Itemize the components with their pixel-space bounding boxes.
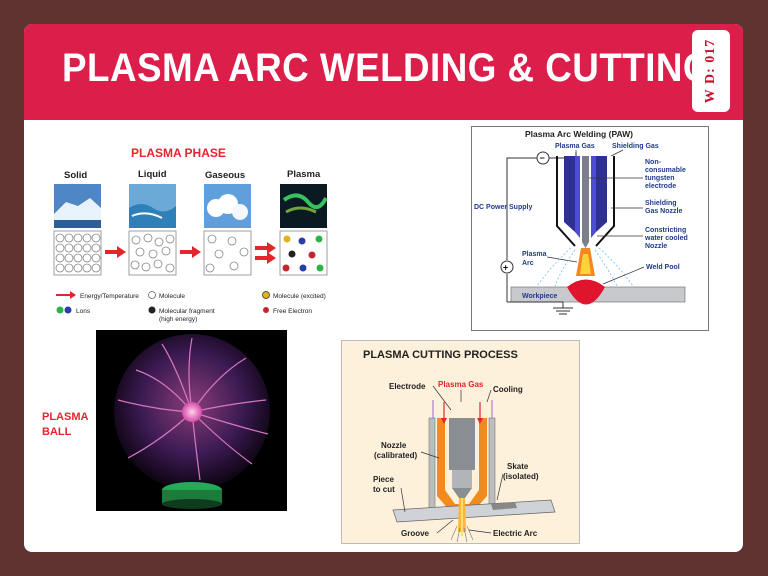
cutting-torch (428, 400, 496, 512)
cutting-nozzle: Nozzle (calibrated) (374, 441, 417, 460)
cutting-skate-label: Skate (isolated) (503, 462, 539, 481)
paw-shielding-gas: Shielding Gas (612, 143, 659, 150)
paw-arc-line2: Arc (522, 260, 534, 267)
cutting-nozzle-line2: (calibrated) (374, 451, 417, 460)
paw-torch (556, 156, 615, 248)
energy-arrows (105, 242, 276, 264)
paw-constricting-line3: Nozzle (645, 243, 667, 250)
plus-terminal (500, 260, 514, 274)
paw-electrode-line2: consumable (645, 167, 686, 174)
gaseous-photo (204, 184, 251, 228)
paw-nozzle-line2: Gas Nozzle (645, 208, 682, 215)
plasma-ball-label-line: PLASMA (42, 411, 89, 423)
cutting-arc-label: Electric Arc (493, 529, 538, 538)
ground-symbol (506, 296, 573, 315)
cutting-piece-line1: Piece (373, 475, 394, 484)
paw-constricting-line1: Constricting (645, 227, 686, 234)
slide-code-badge: W D: 017 (692, 30, 730, 112)
slide-card: PLASMA ARC WELDING & CUTTING W D: 017 PL… (24, 24, 743, 552)
legend-molecule: Molecule (159, 293, 185, 300)
plasma-phase-figure: PLASMA PHASE Solid Liquid Gaseous Plasma (53, 146, 328, 323)
cutting-electrode: Electrode (389, 382, 426, 391)
phase-title: PLASMA PHASE (131, 146, 226, 160)
legend-fragment: Molecular fragment (high energy) (159, 308, 216, 323)
slide-code: W D: 017 (703, 38, 718, 104)
plasma-ball-image (114, 334, 270, 509)
liquid-molecules (128, 230, 177, 276)
paw-power-supply: DC Power Supply (474, 204, 532, 211)
cutting-groove: Groove (401, 529, 430, 538)
cutting-plasma-gas: Plasma Gas (438, 380, 484, 389)
plasma-cutting-diagram: PLASMA CUTTING PROCESS Electrode Plasma … (341, 340, 580, 544)
paw-constricting: Constricting water cooled Nozzle (644, 227, 690, 250)
legend-fragment-line2: (high energy) (159, 316, 197, 323)
paw-electrode-line3: tungsten (645, 175, 675, 182)
cutting-pointers (400, 385, 504, 534)
liquid-photo (129, 184, 176, 228)
shielding-gas-flow (536, 247, 634, 287)
title-banner: PLASMA ARC WELDING & CUTTING W D: 017 (24, 24, 743, 120)
paw-nozzle: Shielding Gas Nozzle (645, 200, 682, 215)
paw-arc-pointer (546, 256, 578, 263)
paw-weld-pointer (602, 266, 645, 285)
plasma-ball-label: PLASMA BALL (42, 410, 102, 440)
solid-molecules (53, 230, 102, 276)
state-label-gaseous: Gaseous (205, 170, 245, 181)
paw-electrode: Non- consumable tungsten electrode (645, 159, 688, 190)
plus-sign: + (503, 263, 508, 273)
paw-workpiece-label: Workpiece (522, 293, 557, 300)
state-label-plasma: Plasma (287, 169, 321, 180)
cutting-skate-line1: Skate (507, 462, 529, 471)
cutting-piece-line2: to cut (373, 485, 395, 494)
gaseous-molecules (203, 230, 252, 276)
state-label-liquid: Liquid (138, 169, 167, 180)
cutting-piece: Piece to cut (373, 475, 396, 494)
phase-legend (56, 291, 270, 314)
legend-fragment-line1: Molecular fragment (159, 308, 215, 315)
paw-electrode-line1: Non- (645, 159, 662, 166)
paw-diagram: Plasma Arc Welding (PAW) Plasma Gas Shie… (471, 126, 709, 331)
legend-molecule-excited: Molecule (excited) (273, 293, 326, 300)
cutting-skate (491, 502, 517, 510)
paw-label-pointers (575, 149, 643, 237)
paw-arc-label: Plasma Arc (522, 251, 548, 267)
cutting-title: PLASMA CUTTING PROCESS (363, 349, 518, 361)
legend-free-electron: Free Electron (273, 308, 312, 315)
cutting-arc (450, 498, 474, 543)
paw-weld-pool: Weld Pool (646, 264, 680, 271)
minus-sign: − (540, 153, 545, 163)
paw-nozzle-line1: Shielding (645, 200, 677, 207)
plasma-ball-photo (96, 330, 287, 511)
cutting-cooling: Cooling (493, 385, 523, 394)
plasma-photo (280, 184, 328, 228)
cutting-skate-line2: (isolated) (503, 472, 539, 481)
paw-flame (576, 248, 595, 276)
paw-arc-line1: Plasma (522, 251, 547, 258)
plasma-ball-label-line: BALL (42, 426, 72, 438)
paw-weld-bead (567, 279, 605, 305)
paw-title: Plasma Arc Welding (PAW) (525, 129, 633, 139)
paw-constricting-line2: water cooled (644, 235, 688, 242)
paw-plasma-gas: Plasma Gas (555, 143, 595, 150)
cutting-nozzle-line1: Nozzle (381, 441, 407, 450)
legend-ions: Lons (76, 308, 91, 315)
legend-energy: Energy/Temperature (80, 293, 139, 300)
plasma-particles (279, 230, 328, 276)
slide-title: PLASMA ARC WELDING & CUTTING (62, 46, 713, 90)
paw-electrode-line4: electrode (645, 183, 676, 190)
state-label-solid: Solid (64, 170, 87, 181)
minus-terminal (536, 151, 550, 165)
solid-photo (54, 184, 101, 228)
